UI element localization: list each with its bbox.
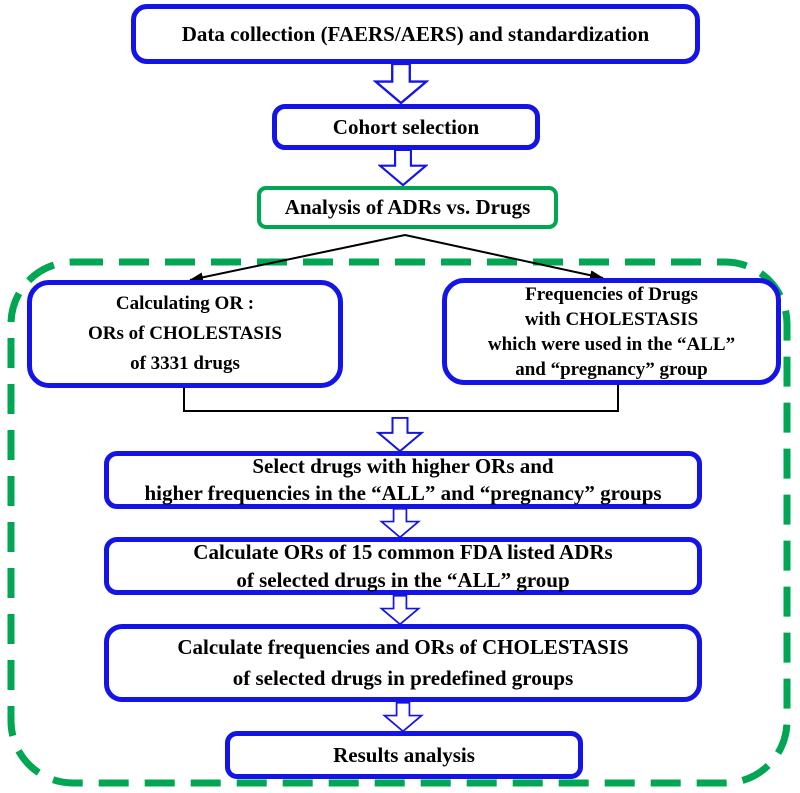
node-text-line: Frequencies of Drugs [525, 283, 698, 305]
node-text-line: Calculating OR : [115, 293, 255, 314]
node-label: Results analysis [333, 742, 475, 767]
node-frequencies-of-drugs: Frequencies of Drugs with CHOLESTASIS wh… [442, 278, 781, 385]
node-results-analysis: Results analysis [225, 731, 583, 779]
node-text-line: and “pregnancy” group [515, 358, 708, 380]
node-text-line: of 3331 drugs [130, 353, 240, 374]
down-arrow-icon [375, 417, 425, 452]
node-analysis-adrs-vs-drugs: Analysis of ADRs vs. Drugs [257, 186, 558, 229]
node-select-drugs: Select drugs with higher ORs and higher … [104, 451, 702, 509]
down-arrow-icon [382, 702, 424, 732]
node-text-line: of selected drugs in the “ALL” group [236, 568, 570, 592]
branch-arrow-right [404, 234, 604, 281]
node-text-line: Calculate frequencies and ORs of CHOLEST… [177, 635, 629, 659]
node-calculate-frequencies-ors: Calculate frequencies and ORs of CHOLEST… [104, 624, 702, 702]
merge-connector-left [183, 386, 185, 412]
node-label: Cohort selection [332, 114, 480, 139]
down-arrow-icon [373, 63, 429, 104]
analysis-stage-dashed-boundary [7, 258, 791, 787]
merge-connector-horizontal [183, 410, 619, 412]
node-text-line: Calculate ORs of 15 common FDA listed AD… [193, 540, 613, 564]
node-text-line: which were used in the “ALL” [487, 333, 736, 355]
merge-connector-right [617, 383, 619, 412]
node-cohort-selection: Cohort selection [272, 104, 540, 150]
node-text-line: Select drugs with higher ORs and [252, 454, 554, 478]
node-data-collection: Data collection (FAERS/AERS) and standar… [131, 4, 700, 64]
node-text-line: with CHOLESTASIS [524, 308, 699, 330]
node-text-line: higher frequencies in the “ALL” and “pre… [144, 481, 662, 505]
node-label: Analysis of ADRs vs. Drugs [284, 195, 531, 219]
down-arrow-icon [379, 508, 421, 538]
node-text-line: of selected drugs in predefined groups [232, 666, 574, 690]
down-arrow-icon [378, 149, 428, 186]
down-arrow-icon [379, 595, 421, 625]
node-calculate-ors-15-adrs: Calculate ORs of 15 common FDA listed AD… [104, 537, 702, 595]
branch-arrow-left [189, 234, 406, 283]
branch-arrows [189, 234, 604, 283]
node-text-line: ORs of CHOLESTASIS [88, 323, 282, 344]
node-calculating-or: Calculating OR : ORs of CHOLESTASIS of 3… [27, 280, 343, 388]
node-label: Data collection (FAERS/AERS) and standar… [181, 21, 650, 46]
